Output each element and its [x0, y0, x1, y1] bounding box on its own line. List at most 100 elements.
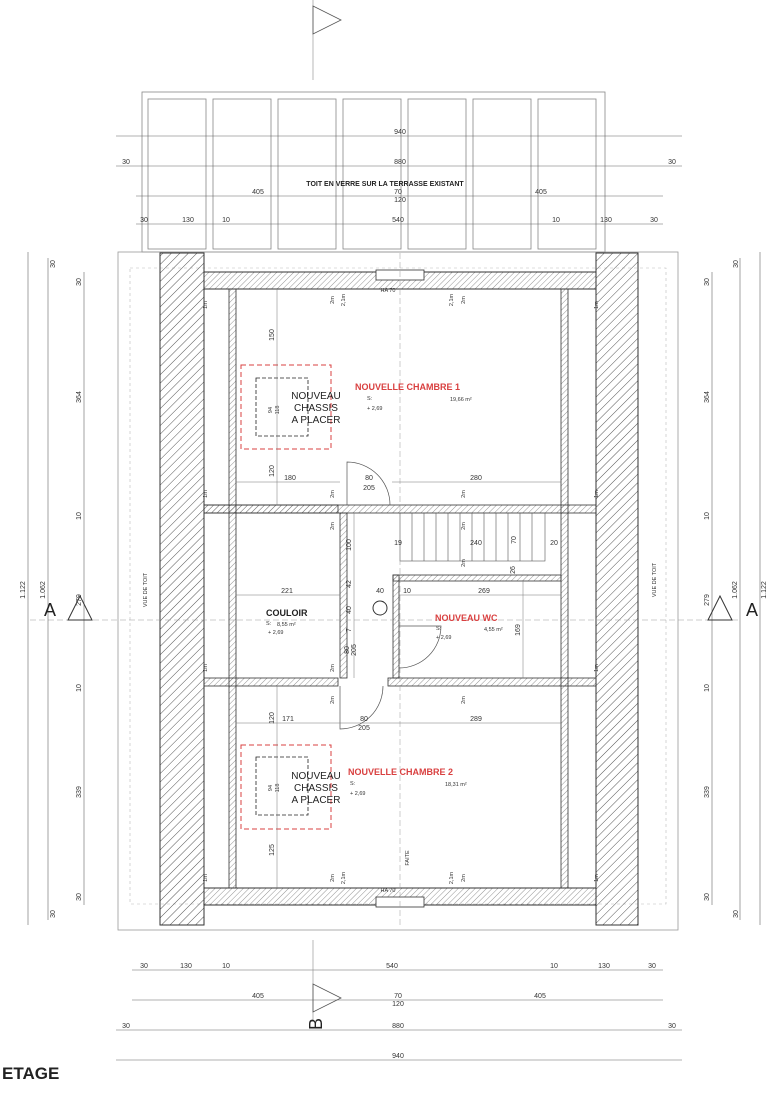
dim-150: 150 [269, 329, 276, 341]
dim-left-279: 279 [76, 594, 83, 606]
h-21m-d: 2,1m [449, 871, 455, 884]
dim-221: 221 [281, 588, 293, 595]
section-marker-right [707, 594, 733, 621]
room-wc-s: S: [436, 626, 442, 632]
dim-42: 42 [346, 580, 353, 588]
dim-right-10b: 10 [704, 684, 711, 692]
dim-top-10-left: 10 [222, 217, 230, 224]
room-ch1-s: S: [367, 396, 373, 402]
room-couloir-name: COULOIR [266, 608, 308, 618]
section-marker-left [67, 594, 93, 621]
dim-100: 100 [346, 539, 353, 551]
room-ch2-area: 18,31 m² [445, 782, 467, 788]
dim-205c: 205 [358, 725, 370, 732]
dim-80a: 80 [365, 475, 373, 482]
dim-top-130-left: 130 [182, 217, 194, 224]
h-2m-a: 2m [330, 296, 336, 304]
dim-bot-30a: 30 [140, 963, 148, 970]
glass-roof [141, 91, 606, 253]
h-2m-l: 2m [461, 874, 467, 882]
dim-240: 240 [470, 540, 482, 547]
dim-top-70: 70 [394, 189, 402, 196]
dim-right-10a: 10 [704, 512, 711, 520]
dim-bot-10b: 10 [550, 963, 558, 970]
dim-bot-405a: 405 [252, 993, 264, 1000]
dim-left-30a: 30 [50, 260, 57, 268]
left-wall [159, 252, 205, 926]
dim-right-30a: 30 [733, 260, 740, 268]
dim-26: 26 [510, 566, 517, 574]
dim-right-total: 1.122 [761, 581, 768, 599]
dim-top-30b-right: 30 [650, 217, 658, 224]
dim-top-120: 120 [394, 197, 406, 204]
dim-80b: 80 [344, 646, 351, 654]
dim-bot-130a: 130 [180, 963, 192, 970]
room-ch1-area: 19,66 m² [450, 397, 472, 403]
room-wc-name: NOUVEAU WC [435, 613, 498, 623]
dim-169: 169 [515, 624, 522, 636]
h-1m-e: 1m [203, 664, 209, 672]
h-1m-a: 1m [203, 301, 209, 309]
chassis1-line1: NOUVEAU [291, 391, 340, 402]
dim-70-stair: 70 [511, 536, 518, 544]
dim-bot-405b: 405 [534, 993, 546, 1000]
chassis1-line2: CHASSIS [294, 403, 338, 414]
h-1m-h: 1m [594, 874, 600, 882]
dim-40b: 40 [346, 606, 353, 614]
dim-120a: 120 [269, 465, 276, 477]
h-21m-a: 2,1m [341, 293, 347, 306]
page-title: ETAGE [2, 1064, 60, 1083]
h-2m-b: 2m [461, 296, 467, 304]
room-ch2-s: S: [350, 781, 356, 787]
room-ch2-level: + 2,69 [350, 791, 365, 797]
dim-top-405-left: 405 [252, 189, 264, 196]
room-ch1-name: NOUVELLE CHAMBRE 1 [355, 382, 460, 392]
chassis2-w: 94 [268, 785, 274, 791]
section-b: B [306, 1018, 326, 1030]
chassis-2 [240, 744, 332, 830]
dim-171: 171 [282, 716, 294, 723]
h-21m-c: 2,1m [341, 871, 347, 884]
dim-bot-120: 120 [392, 1001, 404, 1008]
bottom-dimensions [116, 969, 682, 1061]
h-1m-g: 1m [203, 874, 209, 882]
dim-right-30b: 30 [704, 278, 711, 286]
dim-bot-30c: 30 [122, 1023, 130, 1030]
room-ch1-level: + 2,69 [367, 406, 382, 412]
right-wall [595, 252, 639, 926]
dim-280: 280 [470, 475, 482, 482]
window-bottom-label: HA 70 [381, 888, 396, 894]
top-dimensions [116, 135, 682, 225]
h-2m-i: 2m [330, 696, 336, 704]
dim-289: 289 [470, 716, 482, 723]
roof-outline [117, 251, 679, 931]
dim-bot-880: 880 [392, 1023, 404, 1030]
chassis1-line3: A PLACER [292, 415, 341, 426]
dim-left-total: 1.122 [20, 581, 27, 599]
h-1m-f: 1m [594, 664, 600, 672]
chassis-1 [240, 364, 332, 450]
roof-label: TOIT EN VERRE SUR LA TERRASSE EXISTANT [306, 181, 464, 188]
chassis1-w: 94 [268, 407, 274, 413]
dim-right-inner: 1.062 [732, 581, 739, 599]
dim-top-10-right: 10 [552, 217, 560, 224]
staircase [399, 512, 546, 562]
dim-left-339: 339 [76, 786, 83, 798]
dim-top-130-right: 130 [600, 217, 612, 224]
room-couloir-s: S: [266, 621, 272, 627]
dim-top-30-left: 30 [122, 159, 130, 166]
chassis1-h: 118 [275, 406, 281, 415]
dim-left-10a: 10 [76, 512, 83, 520]
right-dimensions [711, 252, 761, 925]
dim-top-940: 940 [394, 129, 406, 136]
dim-top-405-right: 405 [535, 189, 547, 196]
dim-205b: 205 [351, 644, 358, 656]
h-2m-j: 2m [461, 696, 467, 704]
dim-205a: 205 [363, 485, 375, 492]
dim-40: 40 [376, 588, 384, 595]
room-couloir-area: 8,55 m² [277, 622, 296, 628]
side-label-left: VUE DE TOIT [143, 572, 149, 607]
side-label-right: VUE DE TOIT [652, 562, 658, 597]
room-wc-level: + 2,69 [436, 635, 451, 641]
dim-bot-130b: 130 [598, 963, 610, 970]
